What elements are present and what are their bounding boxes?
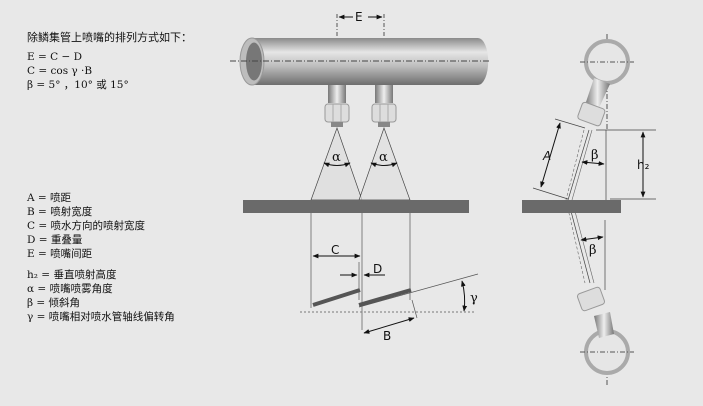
symbol-legend: A = 喷距 B = 喷射宽度 C = 喷水方向的喷射宽度 D = 重叠量 E … [27,191,175,324]
legend-c: C = 喷水方向的喷射宽度 [27,220,146,232]
header-pipe [230,37,490,86]
legend-d: D = 重叠量 [27,234,83,246]
front-view: E α α C [230,10,490,343]
side-view: h₂ A β β [522,34,656,385]
formula-c: C = cos γ ·B [27,65,93,77]
arrangement-intro: 除鳞集管上喷嘴的排列方式如下： E = C − D C = cos γ ·B β… [27,31,192,92]
label-d: D [373,262,382,276]
formula-e: E = C − D [27,51,83,63]
label-a: A [542,149,551,163]
label-h2: h₂ [637,158,650,172]
legend-gamma: γ = 喷嘴相对喷水管轴线偏转角 [27,311,175,323]
legend-a: A = 喷距 [27,192,72,204]
label-gamma: γ [470,291,478,306]
legend-beta: β = 倾斜角 [27,297,81,309]
nozzle-1 [310,85,363,201]
side-steel-plate [522,200,621,213]
intro-title: 除鳞集管上喷嘴的排列方式如下： [27,31,192,44]
label-beta-2: β [589,243,597,258]
spray-line-2 [358,288,412,307]
legend-b: B = 喷射宽度 [27,206,93,218]
spray-line-1 [312,288,361,307]
label-b: B [383,329,391,343]
label-e: E [355,10,363,24]
label-c: C [331,243,339,257]
label-alpha-1: α [332,150,341,165]
steel-plate [243,200,469,213]
legend-e: E = 喷嘴间距 [27,248,93,260]
legend-h2: h₂ = 垂直喷射高度 [27,269,117,281]
label-alpha-2: α [379,150,388,165]
label-beta-1: β [591,148,599,163]
formula-beta: β = 5° ，10° 或 15° [27,79,129,91]
legend-alpha: α = 喷嘴喷雾角度 [27,283,113,295]
nozzle-2 [358,85,411,201]
